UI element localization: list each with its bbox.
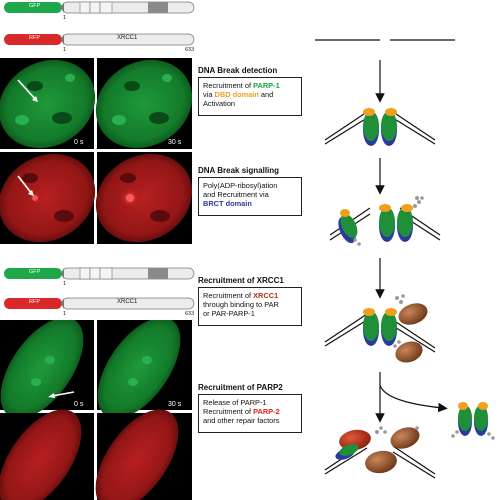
- start-number-middle-2: 1: [63, 311, 67, 317]
- arrow-green-2: [51, 391, 75, 397]
- end-number-top: 633: [185, 47, 195, 53]
- parp2-recruitment-stage4: [324, 426, 436, 479]
- construct-schematic-middle: [4, 267, 195, 310]
- mechanism-diagram: [315, 39, 495, 479]
- step-3-line-2: through binding to PAR: [203, 300, 279, 309]
- xrcc1-label-top: XRCC1: [117, 35, 138, 41]
- step-box-1: Recruitment of PARP-1 via DBD domain and…: [198, 77, 302, 116]
- rfp-label-middle: RFP: [29, 299, 40, 305]
- timestamp-0s-1: 0 s: [74, 139, 84, 146]
- parp1-parylation-stage2: [329, 196, 441, 246]
- domain-dark-top: [148, 2, 168, 13]
- step-title-2: DNA Break signalling: [198, 166, 280, 175]
- released-parp1-dimer: [451, 402, 495, 440]
- step-1-line-2: via DBD domain and: [203, 90, 274, 99]
- step-2-line-2: and Recruitment via: [203, 190, 269, 199]
- start-number-top-2: 1: [63, 47, 67, 53]
- microscopy-panel-set-1: [0, 58, 192, 244]
- step-4-line-1: Release of PARP-1: [203, 398, 267, 407]
- step-3-line-1: Recruitment of XRCC1: [203, 291, 279, 300]
- timestamp-0s-2: 0 s: [74, 401, 84, 408]
- step-3-line-3: or PAR-PARP-1: [203, 309, 255, 318]
- step-title-3: Recruitment of XRCC1: [198, 276, 284, 285]
- gfp-label-top: GFP: [29, 3, 41, 9]
- microscopy-panel-set-2: [0, 320, 192, 500]
- rfp-tag-top: [4, 34, 62, 45]
- gfp-tag-top: [4, 2, 62, 13]
- construct-schematic-top: [4, 1, 195, 46]
- end-number-middle: 633: [185, 311, 195, 317]
- step-1-line-3: Activation: [203, 99, 236, 108]
- rfp-label-top: RFP: [29, 35, 40, 41]
- step-1-line-1: Recruitment of PARP-1: [203, 81, 280, 90]
- xrcc1-recruitment-stage3: [324, 294, 436, 363]
- xrcc1-label-middle: XRCC1: [117, 299, 138, 305]
- arrow-red-1: [17, 175, 33, 195]
- step-box-2: Poly(ADP-ribosyl)ation and Recruitment v…: [198, 177, 302, 216]
- domain-3-top: [99, 1, 113, 14]
- domain-1-top: [79, 1, 91, 14]
- parp1-dimer-stage1: [324, 108, 436, 146]
- step-4-line-3: and other repair factors: [203, 416, 280, 425]
- arrow-green-1: [17, 79, 37, 101]
- step-2-line-1: Poly(ADP-ribosyl)ation: [203, 181, 278, 190]
- gfp-label-middle: GFP: [29, 269, 41, 275]
- step-title-4: Recruitment of PARP2: [198, 383, 283, 392]
- release-arrow: [379, 384, 448, 413]
- step-title-1: DNA Break detection: [198, 66, 278, 75]
- step-2-line-3: BRCT domain: [203, 199, 252, 208]
- start-number-middle-1: 1: [63, 281, 67, 287]
- step-box-4: Release of PARP-1 Recruitment of PARP-2 …: [198, 394, 302, 433]
- step-4-line-2: Recruitment of PARP-2: [203, 407, 280, 416]
- timestamp-30s-1: 30 s: [168, 139, 182, 146]
- start-number-top-1: 1: [63, 15, 67, 21]
- domain-2-top: [89, 1, 101, 14]
- step-box-3: Recruitment of XRCC1 through binding to …: [198, 287, 302, 326]
- timestamp-30s-2: 30 s: [168, 401, 182, 408]
